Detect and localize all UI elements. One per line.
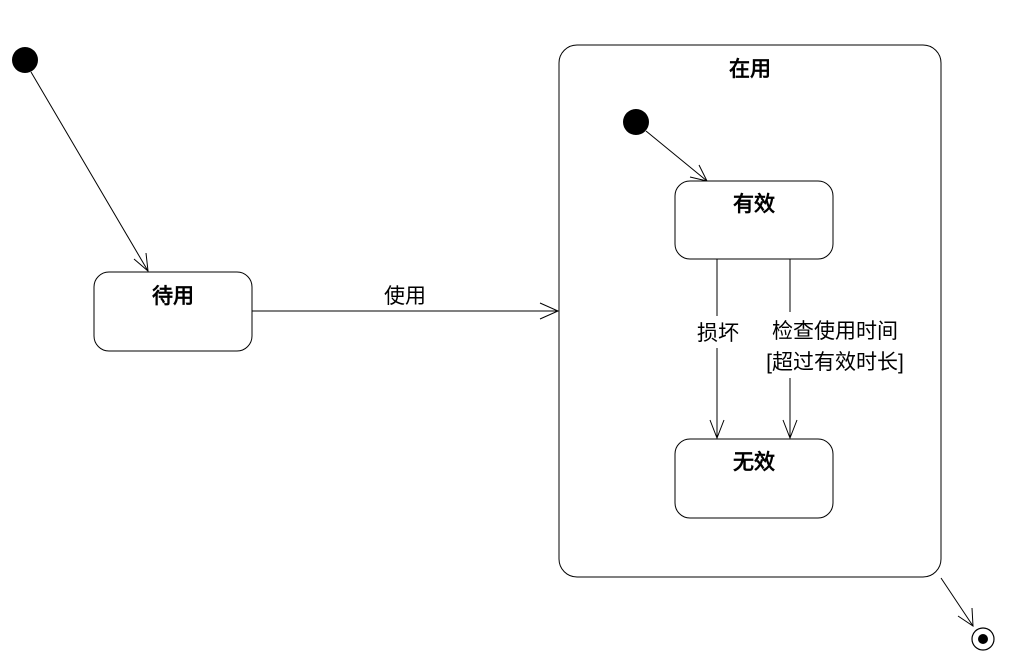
damage-transition-label: 损坏 xyxy=(697,322,739,345)
use-transition-label: 使用 xyxy=(384,285,426,308)
final-state-dot xyxy=(978,634,988,644)
state-invalid xyxy=(674,438,834,519)
check-transition-arrowhead xyxy=(782,419,798,440)
initial-to-idle-edge xyxy=(30,71,149,272)
nested-initial-state-dot xyxy=(623,109,649,135)
check-transition-label-line1: 检查使用时间 xyxy=(772,320,898,343)
state-in-use-label: 在用 xyxy=(729,57,771,81)
state-invalid-label: 无效 xyxy=(733,450,775,474)
check-transition-label-line2: [超过有效时长] xyxy=(766,351,904,374)
damage-transition-arrowhead xyxy=(709,419,725,440)
initial-to-idle-arrowhead xyxy=(133,252,149,273)
state-valid xyxy=(674,180,834,260)
state-in-use xyxy=(558,44,942,578)
nested-initial-to-valid-edge xyxy=(645,130,708,182)
state-idle-label: 待用 xyxy=(152,284,194,308)
state-valid-label: 有效 xyxy=(733,192,775,216)
use-transition-arrowhead xyxy=(539,302,560,320)
to-final-arrowhead xyxy=(957,607,974,627)
state-idle xyxy=(93,271,253,352)
initial-state-dot xyxy=(12,47,38,73)
to-final-edge xyxy=(940,577,974,627)
